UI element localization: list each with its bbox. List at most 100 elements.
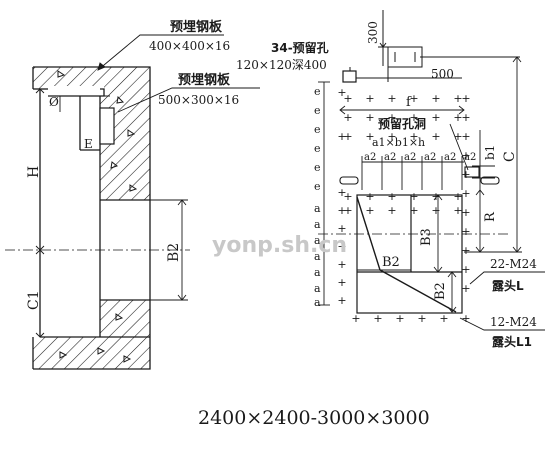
bolt-plus-marker: +: [387, 204, 396, 217]
a2-label: a2: [364, 152, 376, 163]
hole-detail: [349, 10, 520, 82]
side-plate: [99, 107, 115, 145]
bolt-plus-marker: +: [395, 312, 404, 325]
a-label: a: [314, 250, 321, 263]
bolt-plus-marker: +: [343, 130, 352, 143]
bolt-plus-marker: +: [337, 130, 346, 143]
bolt-plus-marker: +: [337, 294, 346, 307]
dimension-a2-chain: [361, 156, 464, 190]
a-label: a: [314, 266, 321, 279]
bolt-plus-marker: +: [461, 92, 470, 105]
dim-b3: B3: [419, 228, 434, 246]
hole2-leader: [449, 123, 469, 171]
bolt-plus-marker: +: [439, 312, 448, 325]
e-label: e: [314, 161, 321, 174]
bolt-plus-marker: +: [343, 92, 352, 105]
reserved-hole-corner: [342, 70, 357, 83]
bolt-plus-marker: +: [337, 86, 346, 99]
bolt-plus-marker: +: [343, 204, 352, 217]
bolt-plus-marker: +: [453, 204, 462, 217]
bolt-plus-marker: +: [365, 130, 374, 143]
dim-b2-plan: B2: [382, 255, 400, 270]
bolt-plus-marker: +: [453, 190, 462, 203]
bolt-plus-marker: +: [453, 130, 462, 143]
bolt-plus-marker: +: [461, 282, 470, 295]
bolt-plus-marker: +: [387, 111, 396, 124]
bolt-plus-marker: +: [343, 190, 352, 203]
bolt-plus-marker: +: [453, 111, 462, 124]
left-spacing-chain: [318, 81, 330, 306]
bolt-plus-marker: +: [337, 222, 346, 235]
bolt-plus-marker: +: [365, 92, 374, 105]
top-plate-size: 400×400×16: [149, 39, 230, 53]
anchor-bolt-markers: ++++++++++++++++++++++++++++++++++++++++…: [337, 86, 470, 325]
bolt-plus-marker: +: [431, 130, 440, 143]
side-e-labels: e e e e e e: [314, 85, 321, 193]
bolt-plus-marker: +: [461, 187, 470, 200]
bolt-plus-marker: +: [461, 206, 470, 219]
a-label: a: [314, 296, 321, 309]
bolt-plus-marker: +: [431, 190, 440, 203]
bolt-plus-marker: +: [365, 190, 374, 203]
c1-label: C1: [26, 290, 42, 310]
bolt-plus-marker: +: [461, 312, 470, 325]
bolt-plus-marker: +: [461, 168, 470, 181]
bolt2-note: 露头L1: [492, 334, 532, 349]
a-label: a: [314, 202, 321, 215]
a2-label: a2: [424, 152, 436, 163]
dim-500: 500: [431, 67, 454, 81]
a2-label: a2: [464, 152, 476, 163]
watermark: yonp.sh.cn: [212, 233, 347, 258]
bolt-plus-marker: +: [461, 149, 470, 162]
bolt-plus-marker: +: [431, 111, 440, 124]
bolt-plus-marker: +: [409, 204, 418, 217]
hole2-title: 预留孔洞: [378, 116, 426, 131]
bolt-plus-marker: +: [343, 111, 352, 124]
e-label: e: [314, 85, 321, 98]
dim-f: f: [406, 95, 412, 110]
bolt-plus-marker: +: [417, 312, 426, 325]
bolt-plus-marker: +: [461, 130, 470, 143]
dimension-b2-section: [150, 199, 188, 301]
dim-b1: b1: [483, 145, 497, 160]
a-label: a: [314, 234, 321, 247]
bolt-plus-marker: +: [351, 312, 360, 325]
wall-lower-hatch: [100, 300, 150, 337]
bolt-plus-marker: +: [461, 225, 470, 238]
bolt-leaders: [459, 271, 545, 331]
bolt-plus-marker: +: [373, 312, 382, 325]
reserved-hole-right-2: [480, 176, 500, 185]
a-label: a: [314, 218, 321, 231]
dimension-f: [339, 105, 465, 115]
bolt1-note: 露头L: [492, 278, 524, 293]
dim-b2-plan-vertical: B2: [433, 282, 448, 300]
plate-leaders: [97, 34, 260, 113]
side-a-labels: a a a a a a a: [314, 202, 321, 309]
dimension-h-c1: [35, 88, 45, 338]
section-view: 预埋钢板 400×400×16 预埋钢板 500×300×16 Ø E H C1…: [5, 19, 260, 370]
top-plate-name: 预埋钢板: [170, 19, 223, 35]
e-label: e: [314, 180, 321, 193]
dimension-b2-plan: [357, 269, 457, 313]
phi-label: Ø: [49, 95, 59, 109]
a2-label: a2: [384, 152, 396, 163]
reserved-hole-left: [339, 176, 359, 185]
bolt-plus-marker: +: [337, 186, 346, 199]
bolt-plus-marker: +: [461, 263, 470, 276]
bolt-plus-marker: +: [409, 190, 418, 203]
bolt-plus-marker: +: [409, 130, 418, 143]
dimension-c: [464, 56, 522, 253]
h-label: H: [26, 166, 42, 178]
side-plate-size: 500×300×16: [158, 93, 239, 107]
bolt-plus-marker: +: [409, 111, 418, 124]
bolt-plus-marker: +: [409, 92, 418, 105]
base-slab-hatch: [33, 337, 150, 369]
bolt-plus-marker: +: [461, 111, 470, 124]
hole-size: 120×120深400: [236, 58, 327, 72]
hole-title: 34-预留孔: [271, 40, 329, 55]
bolt-plus-marker: +: [365, 111, 374, 124]
plan-view: 300 500 34-预留孔 120×120深400 f 预留孔洞 a1×b1×…: [236, 10, 545, 349]
bolt-plus-marker: +: [387, 130, 396, 143]
bolt-plus-marker: +: [387, 92, 396, 105]
bolt-plus-marker: +: [431, 92, 440, 105]
